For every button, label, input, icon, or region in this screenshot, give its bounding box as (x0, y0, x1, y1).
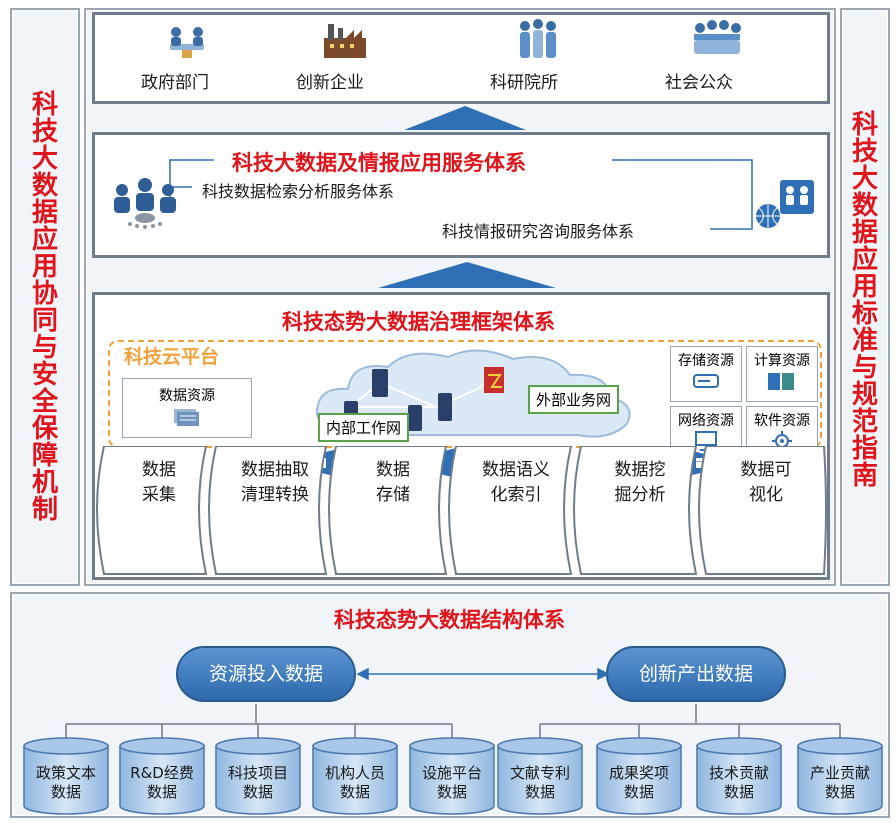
user-label-public: 社会公众 (665, 73, 733, 93)
innovation-output-node: 创新产出数据 (606, 646, 786, 702)
resource-input-node: 资源投入数据 (176, 646, 356, 702)
module-data-collection: 数据 采集 (112, 458, 206, 508)
module-line: 清理转换 (241, 485, 309, 505)
service-item-research-consulting: 科技情报研究咨询服务体系 (442, 222, 635, 241)
cylinder-line: R&D经费 (130, 764, 194, 782)
cylinder-line: 数据 (723, 783, 754, 801)
resource-input-label: 资源投入数据 (208, 663, 323, 685)
rd-funding-data: R&D经费数据 (120, 764, 204, 802)
meeting-icon (170, 27, 204, 58)
cylinder-line: 设施平台 (421, 764, 482, 782)
user-label-research-institute: 科研院所 (490, 73, 558, 93)
data-resource-card: 数据资源 (122, 378, 252, 438)
document-stack-icon (174, 409, 199, 426)
tech-contribution-data: 技术贡献数据 (697, 764, 781, 802)
users-panel (92, 12, 830, 104)
cylinder-line: 技术贡献 (708, 764, 769, 782)
software-resource-label: 软件资源 (754, 413, 810, 429)
cloud-platform-title: 科技云平台 (124, 346, 220, 368)
consulting-globe-icon (756, 180, 814, 228)
up-arrow (404, 106, 526, 130)
service-panel (92, 132, 830, 258)
module-data-mining: 数据挖 掘分析 (590, 458, 690, 508)
left-side-panel (10, 8, 80, 586)
cylinder-line: 数据 (50, 783, 81, 801)
literature-patent-data: 文献专利数据 (498, 764, 582, 802)
storage-resource-label: 存储资源 (678, 353, 734, 369)
right-side-label: 科技大数据应用标准与规范指南 (851, 110, 878, 491)
module-line: 数据抽取 (241, 460, 309, 480)
cylinder-line: 政策文本 (35, 764, 96, 782)
sci-project-data: 科技项目数据 (216, 764, 300, 802)
researchers-icon (520, 19, 556, 58)
user-label-enterprise: 创新企业 (296, 73, 364, 93)
module-line: 数据可 (740, 460, 792, 480)
cylinder-line: 科技项目 (227, 764, 288, 782)
left-side-label: 科技大数据应用协同与安全保障机制 (31, 90, 58, 525)
cylinder-line: 数据 (146, 783, 177, 801)
module-line: 视化 (749, 485, 783, 505)
cylinder-line: 数据 (824, 783, 855, 801)
governance-title: 科技态势大数据治理框架体系 (282, 310, 555, 334)
module-line: 数据 (376, 460, 410, 480)
module-data-storage: 数据 存储 (344, 458, 442, 508)
innovation-output-label: 创新产出数据 (638, 663, 753, 685)
structure-connectors (65, 667, 841, 738)
module-extract-transform: 数据抽取 清理转换 (226, 458, 324, 508)
module-line: 存储 (376, 485, 410, 505)
cylinder-line: 数据 (436, 783, 467, 801)
compute-resource-label: 计算资源 (754, 353, 810, 369)
module-line: 采集 (142, 485, 176, 505)
cylinder-line: 数据 (242, 783, 273, 801)
cylinder-line: 文献专利 (509, 764, 570, 782)
network-resource-label: 网络资源 (678, 413, 734, 429)
storage-drive-icon (693, 374, 719, 388)
internal-network-label: 内部工作网 (318, 413, 410, 442)
module-line: 数据语义 (482, 460, 550, 480)
service-item-search-analysis: 科技数据检索分析服务体系 (202, 182, 395, 201)
cylinder-line: 产业贡献 (809, 764, 870, 782)
cylinder-line: 数据 (339, 783, 370, 801)
module-line: 数据 (142, 460, 176, 480)
module-line: 化索引 (490, 485, 542, 505)
cylinder-line: 数据 (623, 783, 654, 801)
cylinder-line: 数据 (524, 783, 555, 801)
module-line: 数据挖 (614, 460, 666, 480)
cylinder-line: 成果奖项 (608, 764, 669, 782)
external-network-label: 外部业务网 (528, 385, 620, 414)
data-cylinders (23, 737, 883, 815)
facility-platform-data: 设施平台数据 (410, 764, 494, 802)
module-curves (96, 446, 827, 575)
service-title: 科技大数据及情报应用服务体系 (232, 151, 526, 175)
module-semantic-index: 数据语义 化索引 (466, 458, 566, 508)
right-side-panel (840, 8, 890, 586)
user-label-government: 政府部门 (141, 73, 209, 93)
org-personnel-data: 机构人员数据 (313, 764, 397, 802)
structure-title: 科技态势大数据结构体系 (334, 608, 565, 632)
audience-icon (694, 20, 741, 54)
cylinder-line: 机构人员 (324, 764, 385, 782)
server-rack-icon (768, 373, 794, 390)
achievement-award-data: 成果奖项数据 (597, 764, 681, 802)
team-icon (114, 178, 176, 229)
data-resource-label: 数据资源 (159, 388, 215, 404)
industry-contribution-data: 产业贡献数据 (798, 764, 882, 802)
module-line: 掘分析 (614, 485, 666, 505)
factory-icon (324, 24, 366, 58)
compute-resource-card: 计算资源 (746, 346, 818, 402)
up-arrow (378, 262, 556, 288)
module-visualization: 数据可 视化 (716, 458, 816, 508)
storage-resource-card: 存储资源 (670, 346, 742, 402)
policy-text-data: 政策文本数据 (24, 764, 108, 802)
